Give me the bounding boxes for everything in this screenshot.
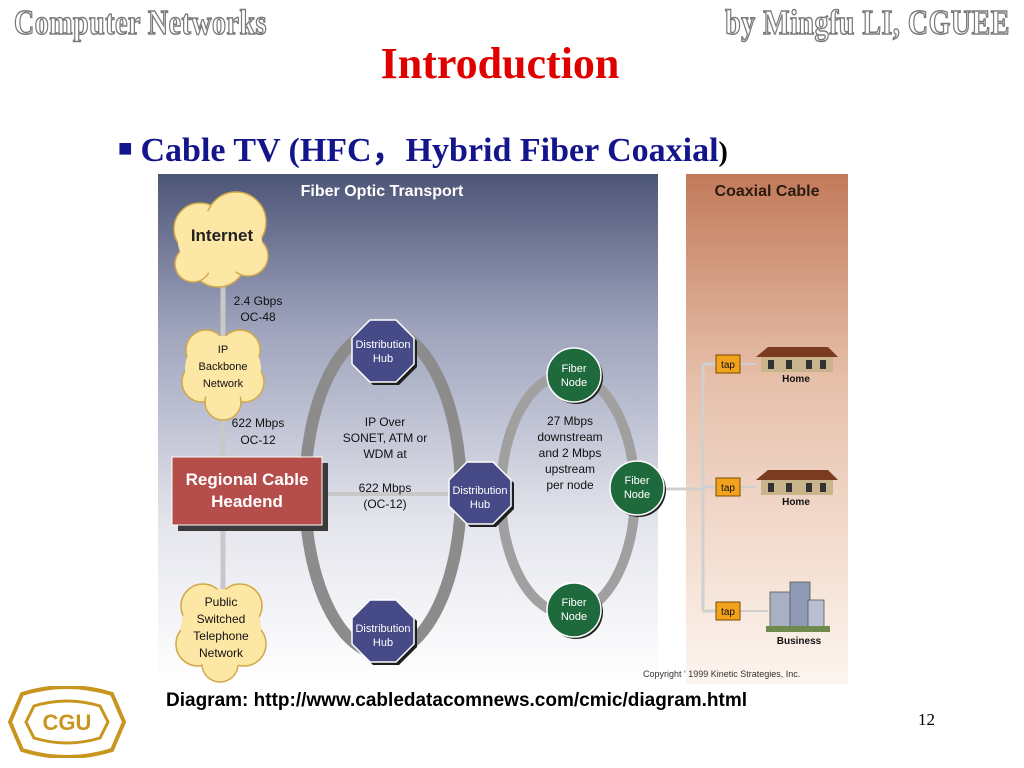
coax-background: [686, 174, 848, 684]
logo-text: CGU: [43, 710, 92, 735]
distribution-hub-bottom: Distribution Hub: [351, 599, 417, 665]
link2-type: OC-12: [240, 433, 276, 447]
tap-home-1-label: tap: [721, 360, 735, 371]
tap-home-1: tap: [715, 354, 741, 374]
ring1-line-5: 622 Mbps: [359, 481, 412, 495]
ring2-line-5: per node: [546, 478, 594, 492]
link1-speed: 2.4 Gbps: [234, 294, 283, 308]
pstn-line-3: Telephone: [193, 629, 249, 643]
ring1-line-6: (OC-12): [363, 497, 406, 511]
regional-headend: Regional Cable Headend: [171, 456, 328, 531]
fiber-node-bottom-line-1: Fiber: [561, 597, 586, 609]
coax-section-title: Coaxial Cable: [715, 183, 820, 200]
home-1-label: Home: [782, 374, 810, 385]
fiber-node-right: Fiber Node: [609, 460, 666, 517]
hub-middle-line-1: Distribution: [452, 485, 507, 497]
fiber-node-right-line-1: Fiber: [624, 475, 649, 487]
ring1-line-2: SONET, ATM or: [343, 431, 427, 445]
business-icon: Business: [766, 581, 830, 647]
fiber-node-right-line-2: Node: [624, 489, 650, 501]
hub-middle-line-2: Hub: [470, 499, 490, 511]
internet-label: Internet: [191, 226, 254, 245]
fiber-node-top: Fiber Node: [546, 347, 603, 404]
home-2-label: Home: [782, 497, 810, 508]
pstn-line-1: Public: [205, 595, 238, 609]
internet-cloud: Internet: [173, 191, 269, 288]
tap-business-label: tap: [721, 607, 735, 618]
author-credit: by Mingfu LI, CGUEE: [724, 3, 1010, 43]
copyright-note: Copyright ' 1999 Kinetic Strategies, Inc…: [643, 669, 800, 679]
hub-bottom-line-2: Hub: [373, 637, 393, 649]
fiber-section-title: Fiber Optic Transport: [301, 183, 464, 200]
ip-backbone-line-1: IP: [218, 344, 228, 356]
home-icon-2: Home: [756, 470, 838, 508]
course-title: Computer Networks: [13, 3, 267, 43]
tap-business: tap: [715, 601, 741, 621]
hub-bottom-line-1: Distribution: [355, 623, 410, 635]
fiber-node-top-line-2: Node: [561, 377, 587, 389]
distribution-hub-middle: Distribution Hub: [448, 461, 514, 527]
ip-backbone-cloud: IP Backbone Network: [181, 329, 265, 421]
ring1-line-1: IP Over: [365, 415, 405, 429]
diagram-caption: Diagram: http://www.cabledatacomnews.com…: [166, 690, 748, 711]
ring2-line-4: upstream: [545, 462, 595, 476]
bullet-text: Cable TV (HFC，Hybrid Fiber Coaxial: [140, 132, 719, 169]
fiber-node-bottom: Fiber Node: [546, 582, 603, 639]
tap-home-2: tap: [715, 477, 741, 497]
pstn-line-4: Network: [199, 646, 244, 660]
ring1-line-3: WDM at: [363, 447, 407, 461]
ip-backbone-line-2: Backbone: [199, 361, 248, 373]
slide-title: Introduction: [380, 39, 620, 88]
hub-top-line-2: Hub: [373, 353, 393, 365]
pstn-line-2: Switched: [197, 612, 246, 626]
ring2-line-3: and 2 Mbps: [539, 446, 602, 460]
page-number: 12: [918, 710, 935, 729]
link2-speed: 622 Mbps: [232, 416, 285, 430]
distribution-hub-top: Distribution Hub: [351, 319, 417, 385]
business-label: Business: [777, 636, 822, 647]
tap-home-2-label: tap: [721, 483, 735, 494]
bullet-square-icon: ■: [118, 136, 133, 162]
bullet-close-paren: ): [718, 137, 728, 168]
headend-line-2: Headend: [211, 492, 283, 511]
home-icon-1: Home: [756, 347, 838, 385]
fiber-node-bottom-line-2: Node: [561, 611, 587, 623]
hub-top-line-1: Distribution: [355, 339, 410, 351]
pstn-cloud: Public Switched Telephone Network: [175, 583, 267, 683]
ip-backbone-line-3: Network: [203, 378, 244, 390]
hfc-diagram: Fiber Optic Transport Coaxial Cable Inte…: [158, 174, 848, 684]
bullet-point: ■ Cable TV (HFC，Hybrid Fiber Coaxial): [118, 122, 728, 171]
cgu-logo-icon: CGU: [7, 686, 127, 758]
headend-line-1: Regional Cable: [186, 470, 309, 489]
fiber-node-top-line-1: Fiber: [561, 363, 586, 375]
ring2-line-1: 27 Mbps: [547, 414, 593, 428]
link1-type: OC-48: [240, 310, 276, 324]
ring2-line-2: downstream: [537, 430, 602, 444]
